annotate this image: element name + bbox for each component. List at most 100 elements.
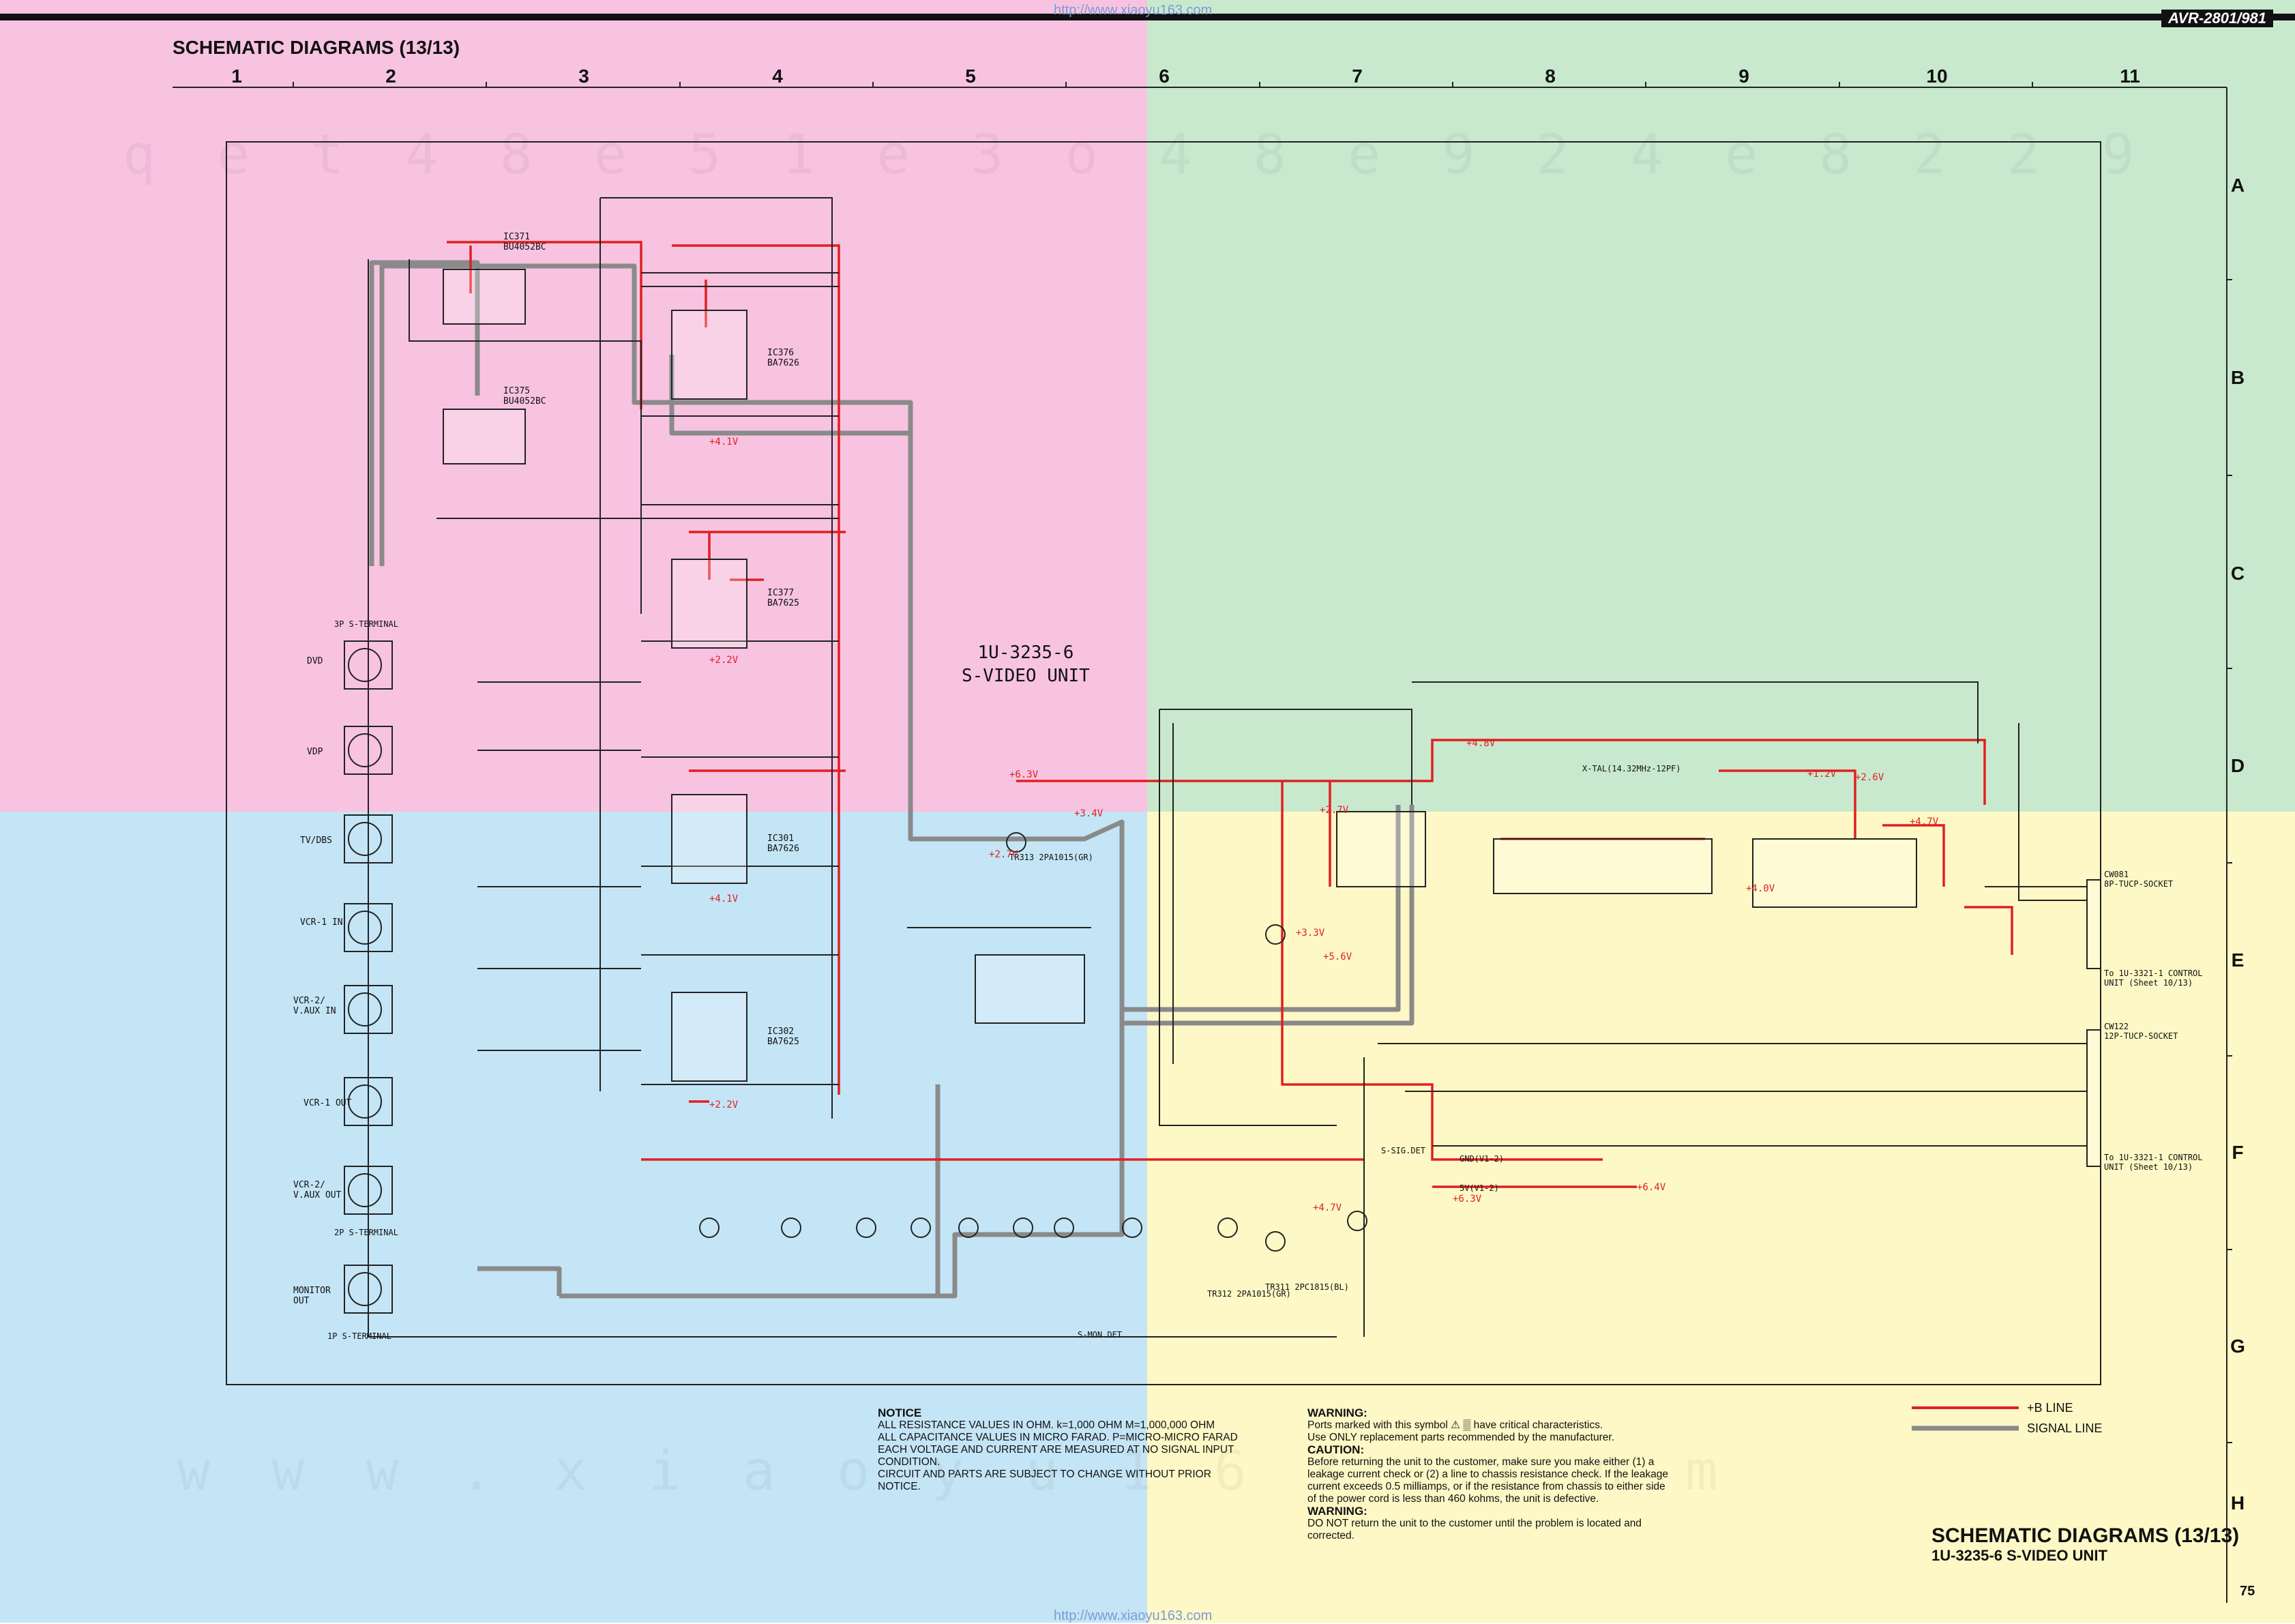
- voltage-label: +4.7V: [1910, 816, 1939, 827]
- jack-label: TV/DBS: [300, 836, 332, 846]
- caution-line: of the power cord is less than 460 kohms…: [1307, 1493, 1599, 1505]
- voltage-label: +4.1V: [709, 437, 739, 447]
- warning-heading: WARNING:: [1307, 1406, 1367, 1419]
- column-number: 6: [1159, 65, 1170, 87]
- terminal-label: 3P S-TERMINAL: [334, 619, 398, 629]
- column-number: 7: [1352, 65, 1363, 87]
- warning-line: Use ONLY replacement parts recommended b…: [1307, 1432, 1615, 1443]
- voltage-label: +3.3V: [1296, 928, 1325, 939]
- voltage-label: +4.1V: [709, 894, 739, 904]
- unit-label-line2: S-VIDEO UNIT: [962, 666, 1090, 686]
- transistor-label: TR313 2PA1015(GR): [1009, 853, 1093, 862]
- voltage-label: +6.3V: [1009, 769, 1039, 780]
- warning2-heading: WARNING:: [1307, 1505, 1367, 1518]
- row-letter: E: [2231, 949, 2245, 971]
- jack-label: VCR-2/ V.AUX OUT: [293, 1180, 342, 1200]
- background-green-quadrant: [1147, 0, 2295, 812]
- page-number: 75: [2240, 1584, 2255, 1599]
- net-label: 5V(V1-2): [1460, 1183, 1499, 1193]
- column-number: 5: [965, 65, 976, 87]
- row-letter: G: [2230, 1335, 2245, 1357]
- notice-line: NOTICE.: [878, 1481, 921, 1492]
- column-number: 9: [1738, 65, 1749, 87]
- notice-line: CIRCUIT AND PARTS ARE SUBJECT TO CHANGE …: [878, 1468, 1211, 1480]
- caution-line: Before returning the unit to the custome…: [1307, 1456, 1655, 1468]
- warning2-line: corrected.: [1307, 1530, 1354, 1541]
- background-pink-quadrant: [0, 0, 1147, 812]
- voltage-label: +4.0V: [1746, 883, 1775, 894]
- connector-destination: To 1U-3321-1 CONTROL UNIT (Sheet 10/13): [2104, 969, 2203, 988]
- caution-line: current exceeds 0.5 milliamps, or if the…: [1307, 1481, 1665, 1492]
- voltage-label: +1.2V: [1807, 769, 1837, 780]
- voltage-label: +6.4V: [1637, 1182, 1666, 1193]
- voltage-label: +2.2V: [709, 1099, 739, 1110]
- voltage-label: +6.3V: [1453, 1194, 1482, 1205]
- notice-line: CONDITION.: [878, 1456, 941, 1468]
- page-title: SCHEMATIC DIAGRAMS (13/13): [173, 37, 460, 58]
- column-number: 2: [385, 65, 396, 87]
- column-number: 3: [578, 65, 589, 87]
- voltage-label: +3.4V: [1074, 808, 1104, 819]
- net-label: S-SIG.DET: [1381, 1146, 1426, 1155]
- voltage-label: +4.8V: [1466, 738, 1496, 749]
- jack-label: VCR-2/ V.AUX IN: [293, 996, 336, 1016]
- jack-label: VDP: [307, 747, 323, 757]
- model-number: AVR-2801/981: [2161, 10, 2273, 27]
- footer-subtitle: 1U-3235-6 S-VIDEO UNIT: [1931, 1547, 2107, 1564]
- voltage-label: +5.6V: [1323, 951, 1352, 962]
- voltage-label: +4.7V: [1313, 1202, 1342, 1213]
- jack-label: VCR-1 IN: [300, 917, 343, 928]
- background-yellow-quadrant: [1147, 812, 2295, 1623]
- row-letter: D: [2230, 755, 2245, 776]
- crystal-label: X-TAL(14.32MHz-12PF): [1582, 764, 1681, 773]
- background-blue-quadrant: [0, 812, 1147, 1623]
- transistor-label: TR312 2PA1015(GR): [1207, 1289, 1291, 1299]
- jack-label: MONITOR OUT: [293, 1286, 331, 1306]
- warning2-line: DO NOT return the unit to the customer u…: [1307, 1518, 1642, 1529]
- row-letter: F: [2232, 1142, 2244, 1163]
- voltage-label: +2.2V: [709, 655, 739, 666]
- column-number: 10: [1926, 65, 1948, 87]
- voltage-label: +2.7V: [989, 849, 1018, 860]
- voltage-label: +2.7V: [1320, 805, 1349, 816]
- notice-block: NOTICE ALL RESISTANCE VALUES IN OHM. k=1…: [878, 1407, 1260, 1493]
- column-number: 11: [2120, 65, 2140, 87]
- terminal-label: 2P S-TERMINAL: [334, 1228, 398, 1237]
- connector-destination: To 1U-3321-1 CONTROL UNIT (Sheet 10/13): [2104, 1153, 2203, 1172]
- row-letter: A: [2230, 175, 2245, 196]
- legend-b-line: +B LINE: [2027, 1401, 2073, 1415]
- net-label: GND(V1-2): [1460, 1154, 1505, 1164]
- notice-line: ALL RESISTANCE VALUES IN OHM. k=1,000 OH…: [878, 1419, 1215, 1431]
- column-number: 8: [1545, 65, 1556, 87]
- watermark-bottom: www.xiaoyu163.com: [177, 1439, 1779, 1503]
- voltage-label: +2.6V: [1855, 772, 1884, 783]
- notice-line: EACH VOLTAGE AND CURRENT ARE MEASURED AT…: [878, 1444, 1234, 1456]
- warning-block: WARNING: Ports marked with this symbol ⚠…: [1307, 1407, 1785, 1542]
- footer-title: SCHEMATIC DIAGRAMS (13/13): [1931, 1524, 2240, 1547]
- terminal-label: 1P S-TERMINAL: [327, 1331, 391, 1341]
- transistor-label: TR311 2PC1815(BL): [1265, 1282, 1349, 1292]
- column-number: 4: [772, 65, 783, 87]
- column-number: 1: [231, 65, 242, 87]
- watermark-url-bottom[interactable]: http://www.xiaoyu163.com: [1054, 1608, 1213, 1623]
- net-label: S-MON.DET: [1078, 1330, 1123, 1340]
- row-letter: B: [2230, 367, 2245, 388]
- top-rule: [0, 14, 2295, 20]
- warning-line: Ports marked with this symbol ⚠ ▒ have c…: [1307, 1419, 1603, 1431]
- row-letter: H: [2230, 1492, 2245, 1514]
- notice-heading: NOTICE: [878, 1406, 922, 1419]
- unit-label-line1: 1U-3235-6: [977, 643, 1074, 663]
- legend-signal-line: SIGNAL LINE: [2027, 1421, 2103, 1435]
- notice-line: ALL CAPACITANCE VALUES IN MICRO FARAD. P…: [878, 1432, 1238, 1443]
- watermark-url-top[interactable]: http://www.xiaoyu163.com: [1054, 3, 1213, 18]
- unit-label: 1U-3235-6 S-VIDEO UNIT: [962, 641, 1090, 688]
